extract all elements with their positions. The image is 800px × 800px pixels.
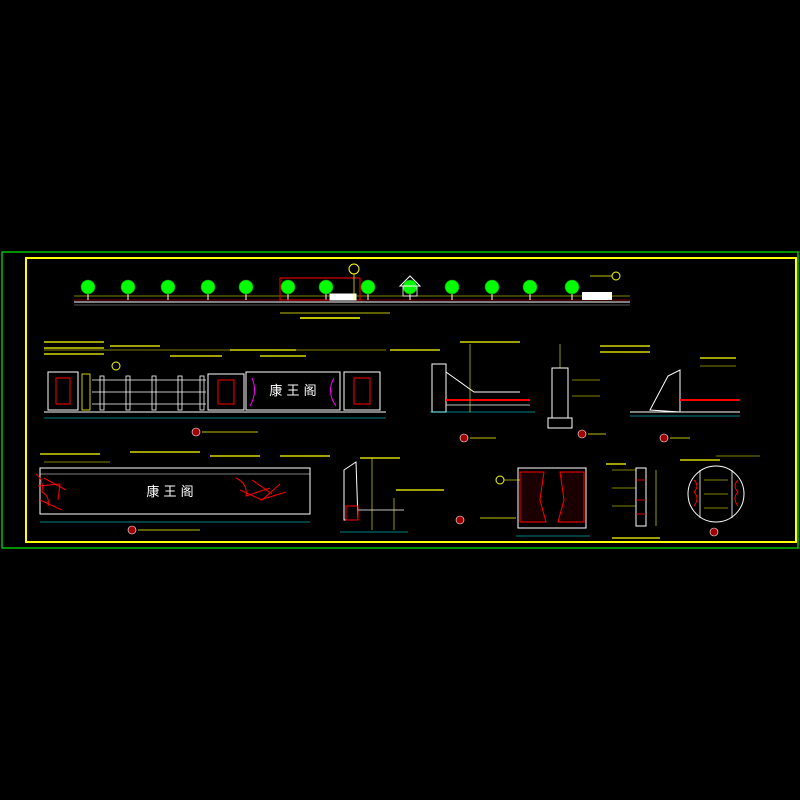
tree-icon [402,279,418,300]
tree-icon [360,279,376,300]
railing-post [199,375,205,411]
railing-post [99,375,105,411]
section-marker-icon [111,361,121,371]
column-elevation [612,467,660,539]
tree-icon [318,279,334,300]
section-marker-icon [495,475,505,485]
tree-icon [238,279,254,300]
elevation-sign-block [329,293,357,301]
section-marker-icon [191,427,201,437]
section-marker-icon [709,527,719,537]
railing-post [125,375,131,411]
tree-icon [280,279,296,300]
section-marker-icon [348,263,360,275]
outer-border [1,251,799,549]
hatch-pattern-icon [235,477,287,501]
railing-post [177,375,183,411]
tree-icon [80,279,96,300]
railing-post [151,375,157,411]
gate-pier-plan [455,467,590,537]
section-detail-2 [547,344,606,439]
plan-sign-text: 康 王 阁 [146,484,193,500]
elevation-feature-block [279,277,361,301]
hatch-pattern-icon [35,473,67,511]
wall-section-small [340,458,408,533]
wall-elevation-left: 康 王 阁 [44,349,386,437]
detail-circle [687,455,760,537]
section-marker-icon [611,271,621,281]
sign-wall-plan: 康 王 阁 [35,461,311,535]
tree-icon [200,279,216,300]
inner-border [25,257,797,543]
section-detail-3 [630,365,740,443]
section-marker-icon [459,433,469,443]
tree-icon [444,279,460,300]
tree-icon [120,279,136,300]
tree-row [80,279,580,300]
annotation-leaders [40,341,736,491]
railing-posts [99,375,205,411]
tree-icon [522,279,538,300]
tree-icon [160,279,176,300]
tree-icon [484,279,500,300]
section-marker-icon [577,429,587,439]
section-marker-icon [455,515,465,525]
wall-sign-text: 康 王 阁 [269,383,316,399]
section-marker-icon [127,525,137,535]
tree-icon [564,279,580,300]
right-sign-block [582,292,612,300]
site-elevation-strip [74,263,630,319]
section-detail-1 [430,344,535,443]
section-marker-icon [659,433,669,443]
